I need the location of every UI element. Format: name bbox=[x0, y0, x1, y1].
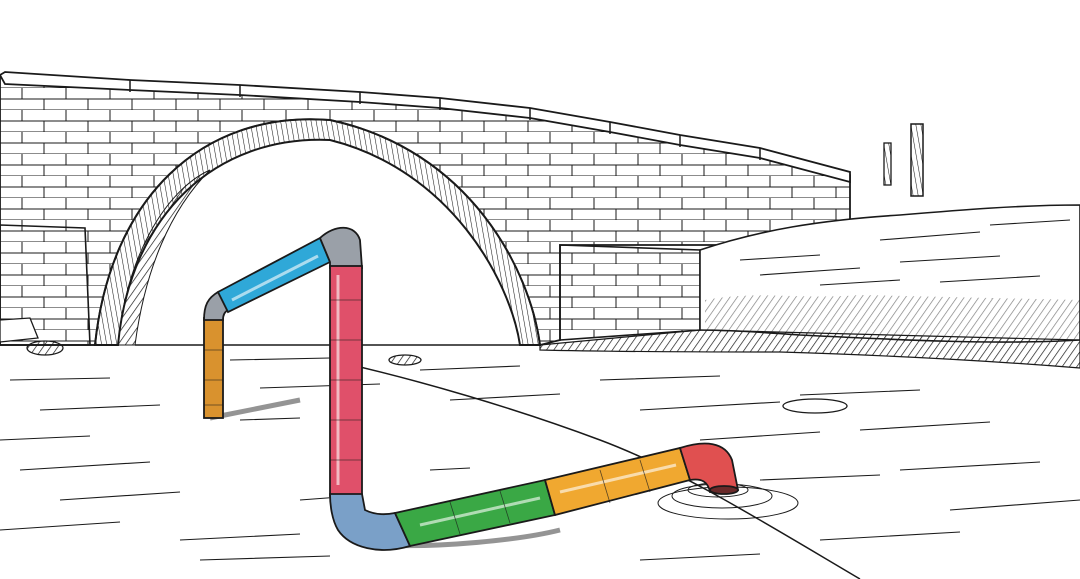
pipe-segment-blue bbox=[216, 236, 332, 314]
right-lower-wall bbox=[559, 244, 701, 341]
coping-joints bbox=[129, 80, 761, 160]
pipe-segment-yellow bbox=[543, 446, 692, 517]
riverbed-strokes bbox=[0, 357, 1080, 561]
rock-middle bbox=[388, 354, 422, 366]
pipe-segment-orange bbox=[203, 317, 224, 419]
riverbank-edge bbox=[329, 359, 861, 579]
distant-column-short bbox=[883, 142, 892, 186]
bridge-coping bbox=[0, 71, 851, 184]
bridge-base-shadow bbox=[539, 329, 1080, 369]
distant-column-tall bbox=[910, 123, 924, 197]
rock-far-left bbox=[0, 317, 39, 343]
embankment-hatching bbox=[705, 295, 1080, 343]
embankment-strokes bbox=[739, 219, 1071, 286]
pipe-elbow-bottom bbox=[329, 493, 412, 551]
pipe-opening bbox=[709, 485, 739, 495]
rock-left bbox=[26, 340, 64, 356]
pipe-ribs bbox=[204, 299, 651, 535]
pipe-segment-red bbox=[329, 265, 363, 497]
pipe-segment-tip bbox=[678, 442, 740, 493]
arch-shadow bbox=[117, 169, 211, 346]
rock-right bbox=[782, 398, 848, 414]
